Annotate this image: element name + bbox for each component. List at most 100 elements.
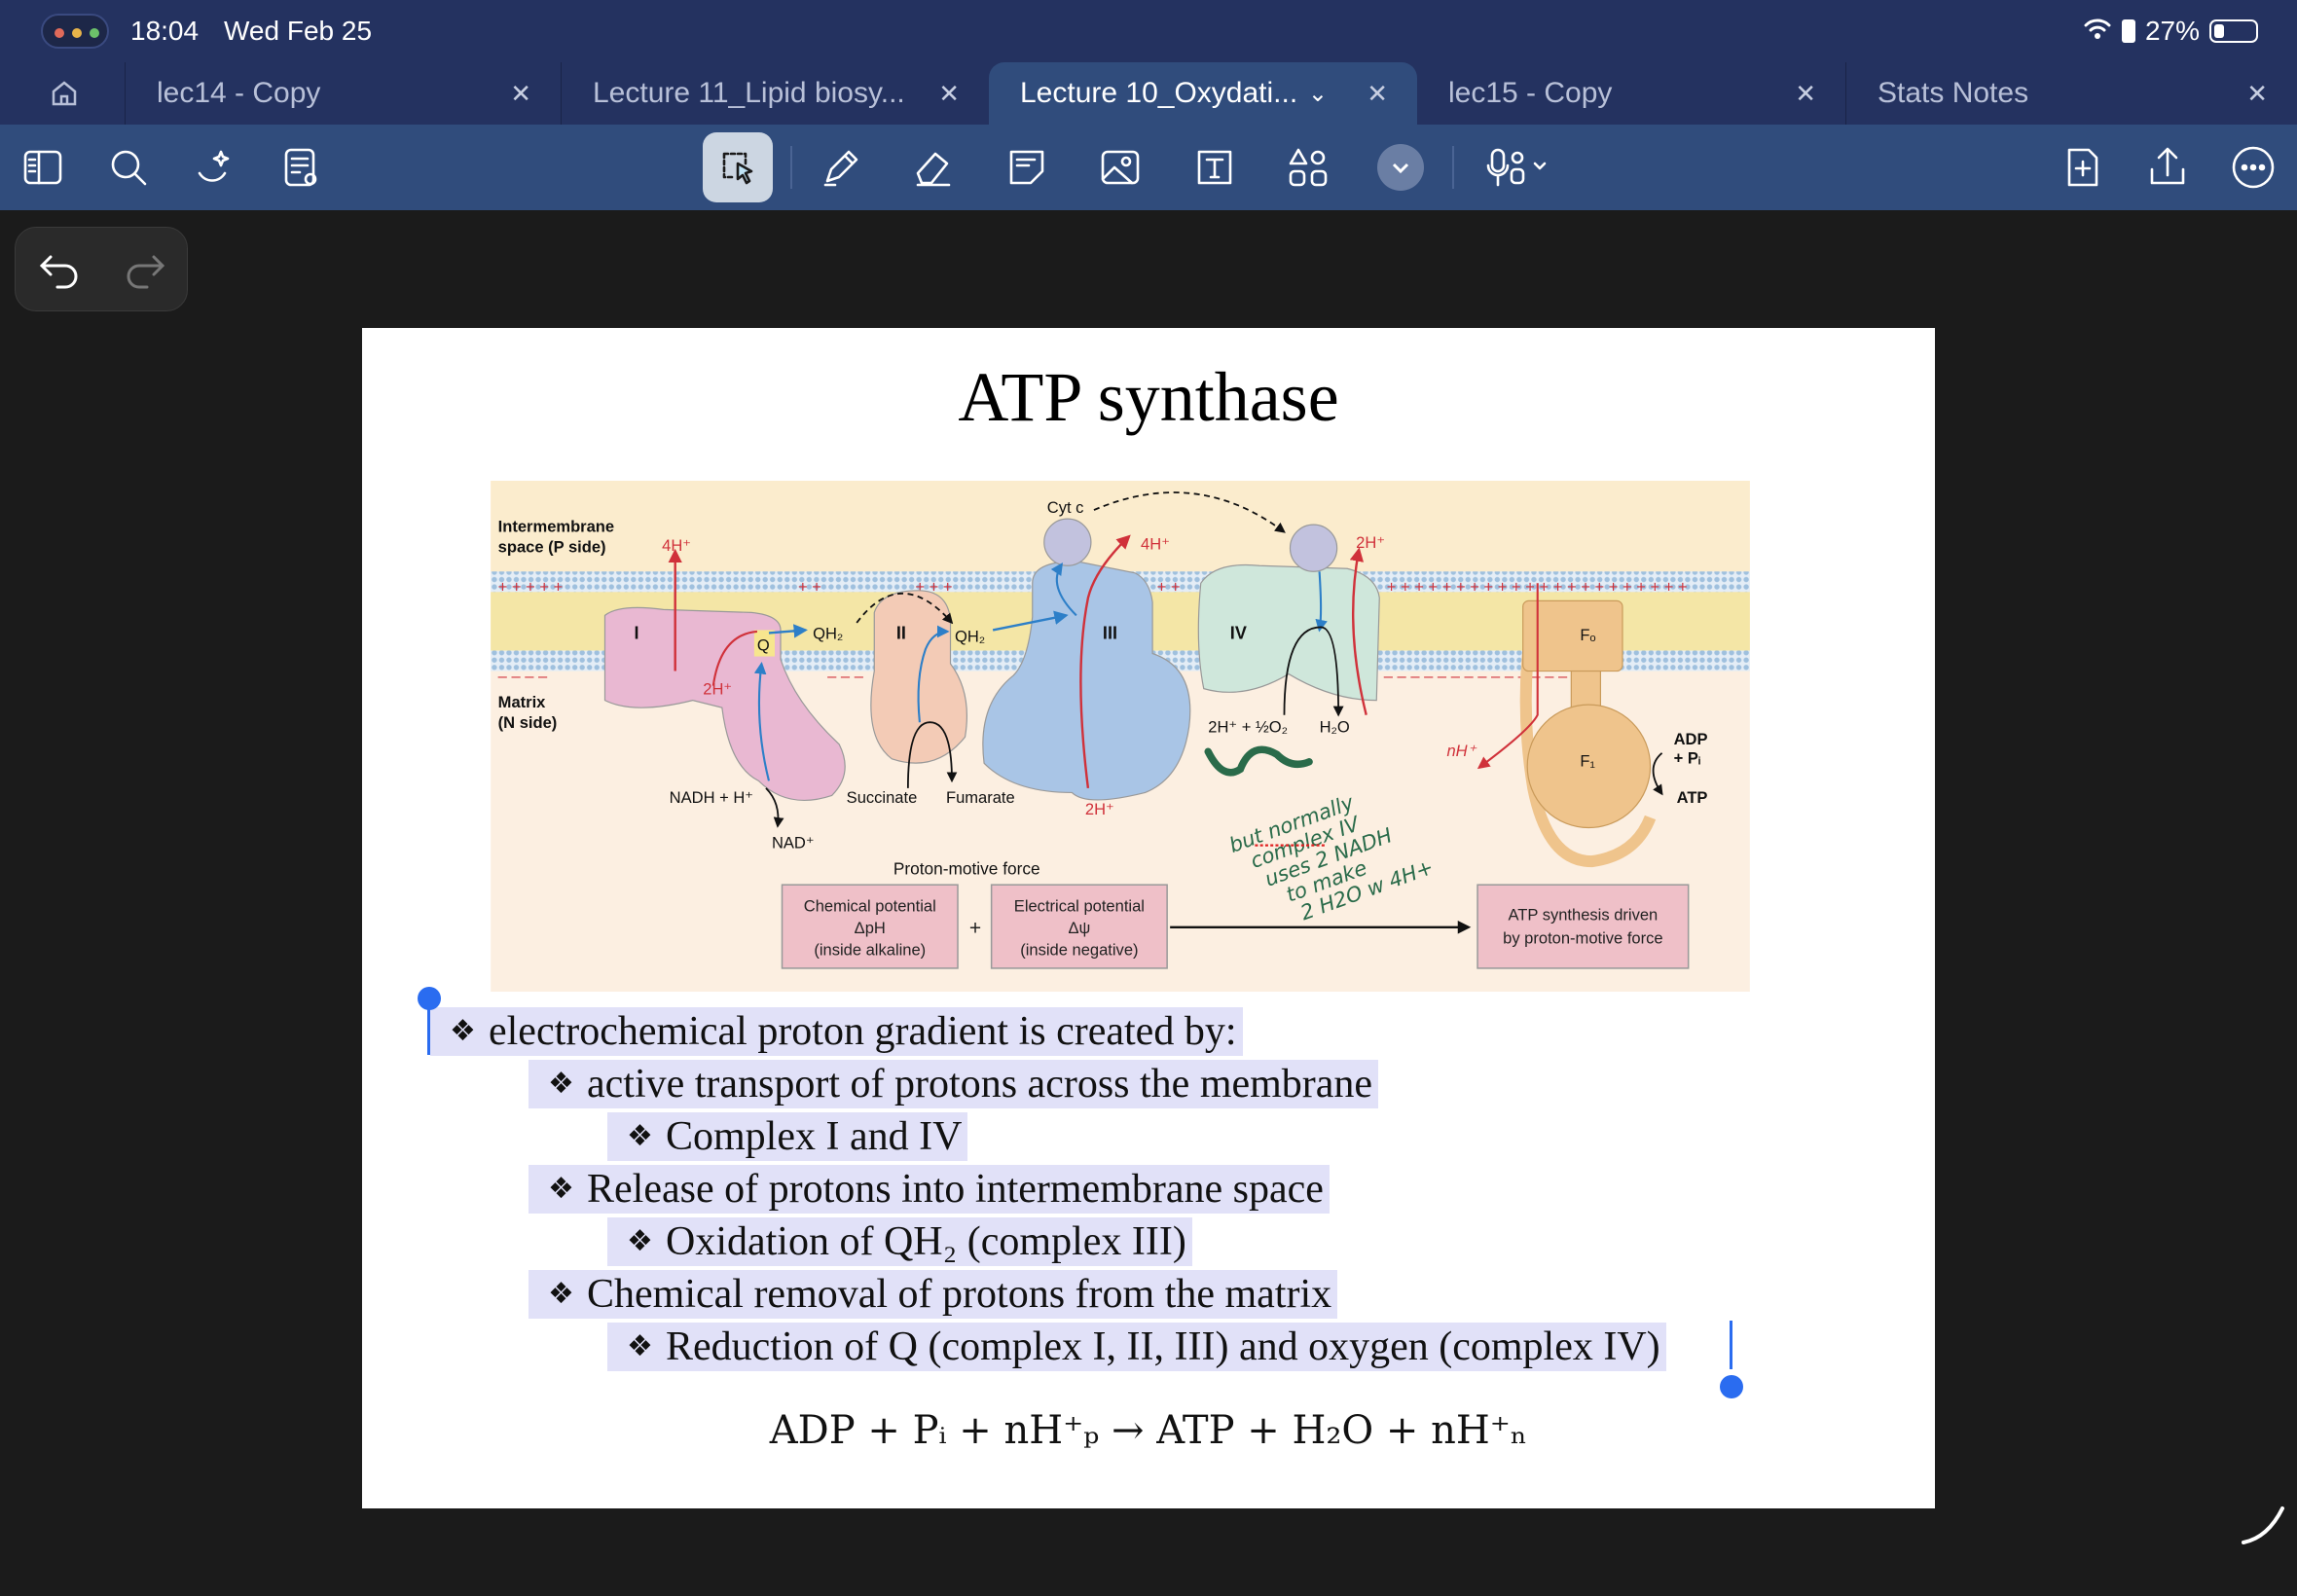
plus-sign: +: [969, 917, 981, 939]
label-adp: ADP: [1674, 730, 1708, 748]
equation: ADP + Pᵢ + nH⁺ₚ → ATP + H₂O + nH⁺ₙ: [769, 1408, 1528, 1453]
label-p-side: space (P side): [498, 538, 606, 557]
close-icon[interactable]: ✕: [2246, 78, 2268, 108]
bullet-item: ❖electrochemical proton gradient is crea…: [430, 1007, 1243, 1056]
label-4h-complex-i: 4H⁺: [662, 536, 691, 555]
bullet-text: Reduction of Q (complex I, II, III) and …: [666, 1324, 1660, 1369]
label-proton-motive-force: Proton-motive force: [893, 859, 1040, 879]
chevron-down-icon[interactable]: ⌄: [1307, 80, 1328, 107]
document-settings-icon[interactable]: [277, 144, 324, 191]
shapes-icon[interactable]: [1285, 144, 1331, 191]
redo-icon[interactable]: [123, 249, 167, 295]
elec-line: (inside negative): [1020, 940, 1138, 959]
tab-lecture11[interactable]: Lecture 11_Lipid biosy... ✕: [561, 62, 989, 125]
label-qh2: QH₂: [813, 624, 843, 642]
sticky-note-icon[interactable]: [1003, 144, 1050, 191]
label-nh: nH⁺: [1446, 742, 1477, 760]
label-complex-iii: III: [1103, 623, 1117, 642]
label-2h-complex-iv: 2H⁺: [1356, 533, 1385, 552]
tab-stats-notes[interactable]: Stats Notes ✕: [1845, 62, 2297, 125]
electron-transport-diagram: + + + + ++ ++ + ++ ++ + + + + + + + + + …: [491, 481, 1750, 992]
label-fumarate: Fumarate: [946, 788, 1015, 807]
complex-iv: [1197, 563, 1380, 702]
tab-label: Stats Notes: [1878, 77, 2029, 109]
q-box: [753, 630, 775, 657]
bullet-item: ❖ active transport of protons across the …: [529, 1060, 1379, 1108]
microphone-icon[interactable]: [1484, 144, 1572, 191]
clock: 18:04: [130, 16, 200, 46]
bullet-glyph: ❖: [548, 1067, 574, 1101]
bullet-text: Oxidation of QH₂ (complex III): [666, 1219, 1186, 1264]
status-bar: 18:04 Wed Feb 25 27%: [0, 0, 2297, 64]
close-icon[interactable]: ✕: [1367, 78, 1388, 108]
slide-title: ATP synthase: [958, 358, 1339, 436]
label-water: H₂O: [1320, 718, 1350, 737]
chemical-potential-box: [781, 884, 959, 969]
label-nad: NAD⁺: [772, 834, 815, 852]
close-icon[interactable]: ✕: [510, 78, 531, 108]
elec-line: Electrical potential: [1014, 896, 1145, 915]
label-intermembrane: Intermembrane: [498, 518, 614, 536]
tab-lec14[interactable]: lec14 - Copy✕: [125, 62, 561, 125]
pdf-page[interactable]: ATP synthase + + + + ++ ++ + ++ ++ + + +…: [362, 328, 1935, 1508]
bullet-item: ❖ Release of protons into intermembrane s…: [529, 1165, 1330, 1214]
pen-icon[interactable]: [818, 144, 864, 191]
more-icon[interactable]: [2230, 144, 2277, 191]
image-icon[interactable]: [1097, 144, 1144, 191]
battery-percent: 27%: [2144, 16, 2200, 46]
close-icon[interactable]: ✕: [1795, 78, 1816, 108]
eraser-icon[interactable]: [910, 144, 957, 191]
home-icon[interactable]: [49, 78, 80, 114]
label-pi: + Pᵢ: [1674, 748, 1701, 767]
lock-rotation-icon: [2121, 19, 2135, 43]
share-icon[interactable]: [2144, 144, 2191, 191]
label-complex-i: I: [635, 623, 639, 642]
tab-label: Lecture 11_Lipid biosy...: [593, 77, 905, 109]
bullet-item: ❖Reduction of Q (complex I, II, III) and…: [607, 1323, 1666, 1371]
undo-icon[interactable]: [37, 249, 82, 295]
sidebar-icon[interactable]: [19, 144, 66, 191]
label-2h-complex-i: 2H⁺: [703, 680, 732, 699]
label-2h-complex-iii: 2H⁺: [1085, 800, 1114, 818]
label-fo: Fₒ: [1580, 626, 1595, 644]
synth-line: ATP synthesis driven: [1508, 905, 1658, 924]
label-f1: F₁: [1580, 751, 1595, 770]
close-icon[interactable]: ✕: [938, 78, 960, 108]
label-succinate: Succinate: [847, 788, 918, 807]
tab-lecture10[interactable]: Lecture 10_Oxydati... ⌄ ✕: [989, 62, 1417, 125]
chevron-down-icon[interactable]: [1377, 144, 1424, 191]
label-oxygen: 2H⁺ + ½O₂: [1208, 718, 1288, 737]
wifi-icon: [2083, 16, 2112, 47]
text-box-icon[interactable]: [1191, 144, 1238, 191]
selection-start-handle[interactable]: [418, 987, 441, 1010]
chem-line: Chemical potential: [804, 896, 936, 915]
ai-sparkle-icon[interactable]: [192, 144, 238, 191]
selection-end-caret: [1730, 1321, 1732, 1369]
tab-bar: lec14 - Copy✕ Lecture 11_Lipid biosy... ✕…: [0, 62, 2297, 125]
svg-text:+ +: + +: [1157, 577, 1181, 596]
lasso-icon[interactable]: [714, 144, 761, 191]
bullet-glyph: ❖: [548, 1172, 574, 1206]
tab-lec15[interactable]: lec15 - Copy ✕: [1417, 62, 1845, 125]
label-q: Q: [757, 635, 770, 654]
selection-end-handle[interactable]: [1720, 1375, 1743, 1398]
elec-line: Δψ: [1068, 919, 1090, 937]
label-4h-complex-iii: 4H⁺: [1141, 535, 1170, 554]
bullet-text: Chemical removal of protons from the mat…: [587, 1272, 1332, 1317]
tab-label: Lecture 10_Oxydati...: [1020, 77, 1298, 109]
label-n-side: (N side): [498, 713, 558, 732]
bullet-text: active transport of protons across the m…: [587, 1062, 1373, 1106]
multitasking-dots[interactable]: [41, 14, 109, 49]
search-icon[interactable]: [105, 144, 152, 191]
label-qh2: QH₂: [955, 627, 985, 645]
bullet-glyph: ❖: [450, 1014, 476, 1048]
atp-synthesis-box: [1477, 884, 1690, 969]
bullet-text: Release of protons into intermembrane sp…: [587, 1167, 1324, 1212]
chem-line: ΔpH: [855, 919, 886, 937]
complex-i: [603, 606, 846, 801]
svg-text:– – –: – – –: [827, 667, 864, 685]
divider: [1452, 146, 1454, 189]
add-page-icon[interactable]: [2060, 144, 2106, 191]
synth-line: by proton-motive force: [1503, 928, 1662, 947]
tab-label: lec15 - Copy: [1448, 77, 1613, 109]
